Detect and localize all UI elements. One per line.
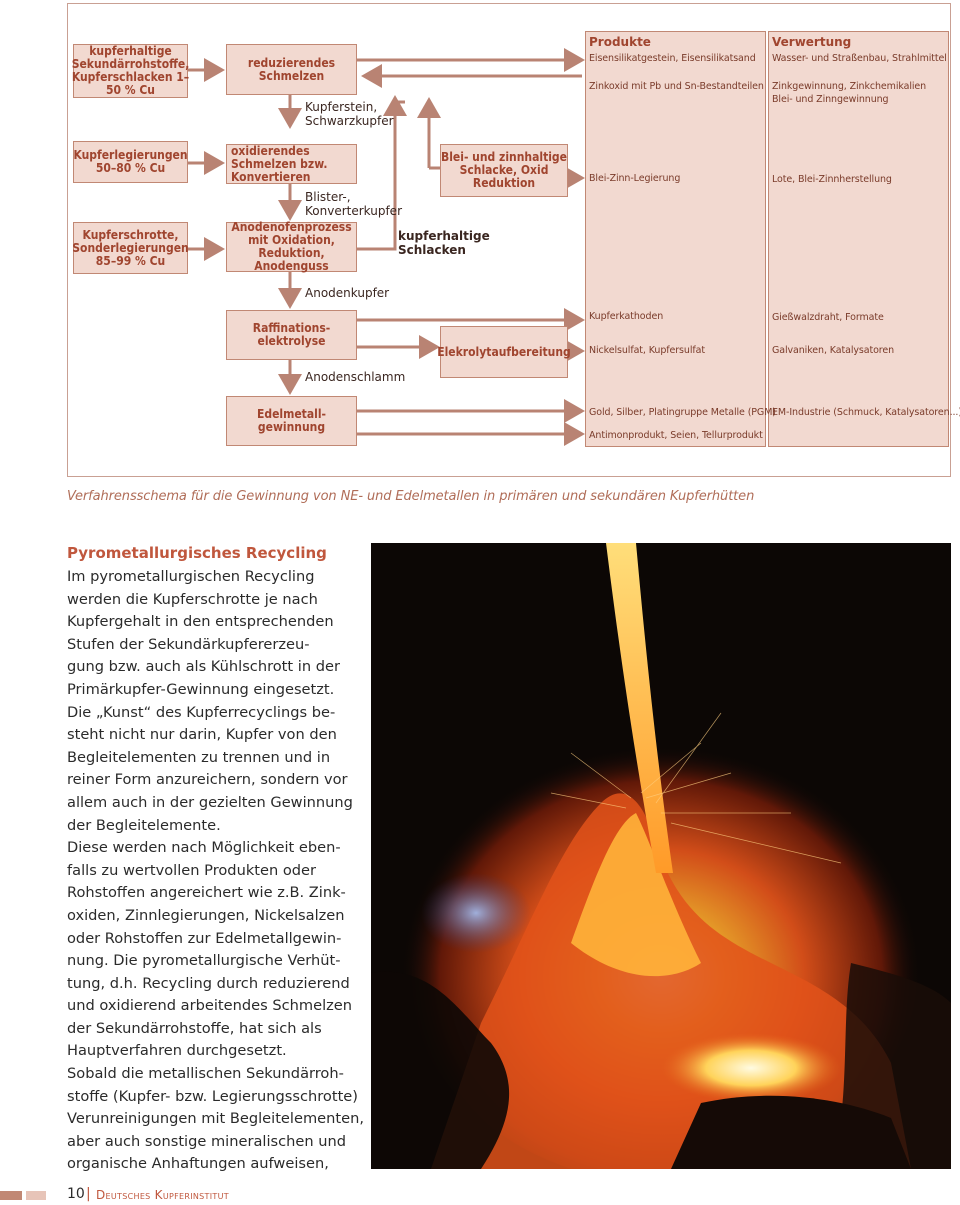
process-box-precious-metals: Edelmetall- gewinnung: [226, 396, 357, 446]
molten-copper-pour-photo-icon: [371, 543, 951, 1169]
body-line: gung bzw. auch als Kühlschrott in der: [67, 658, 340, 676]
body-line: falls zu wertvollen Produkten oder: [67, 861, 317, 879]
label-matte: Kupferstein, Schwarzkupfer: [305, 100, 394, 128]
process-box-reducing-smelting: reduzierendes Schmelzen: [226, 44, 357, 95]
body-line: Im pyrometallurgischen Recycling: [67, 568, 315, 585]
body-line: Kupfergehalt in den entsprechenden: [67, 613, 334, 631]
process-box-oxidizing-smelting: oxidierendes Schmelzen bzw. Konvertieren: [226, 144, 357, 184]
body-line: allem auch in der gezielten Gewinnung: [67, 793, 353, 811]
body-line: nung. Die pyrometallurgische Verhüt-: [67, 952, 341, 970]
produkt-item: Eisensilikatgestein, Eisensilikatsand: [589, 53, 756, 64]
footer-accent-bar: [0, 1191, 22, 1200]
verwertung-item: Galvaniken, Katalysatoren: [772, 345, 895, 356]
process-box-lead-tin-slag: Blei- und zinnhaltige Schlacke, Oxid Red…: [440, 144, 568, 197]
body-line: Diese werden nach Möglichkeit eben-: [67, 839, 341, 857]
verwertung-header: Verwertung: [772, 35, 852, 49]
body-line: der Sekundärrohstoffe, hat sich als: [67, 1019, 322, 1037]
input-box-secondary-raw: kupferhaltige Sekundärrohstoffe, Kupfers…: [71, 44, 190, 98]
process-box-anode-furnace: Anodenofenprozess mit Oxidation, Redukti…: [226, 221, 357, 273]
section-heading: Pyrometallurgisches Recycling: [67, 544, 327, 562]
input-box-copper-scrap: Kupferschrotte, Sonderlegierungen 85–99 …: [72, 222, 189, 274]
label-anode-copper: Anodenkupfer: [305, 286, 390, 300]
footer-separator: |: [86, 1186, 91, 1202]
flow-arrows: [188, 48, 585, 446]
body-line: Primärkupfer-Gewinnung eingesetzt.: [67, 680, 335, 698]
body-line: Rohstoffen angereichert wie z.B. Zink-: [67, 884, 346, 902]
produkt-item: Blei-Zinn-Legierung: [589, 173, 681, 184]
input-box-copper-alloys: Kupferlegierungen 50–80 % Cu: [73, 141, 188, 183]
produkt-item: Nickelsulfat, Kupfersulfat: [589, 345, 705, 356]
process-box-electrolyte-treatment: Elekrolytaufbereitung: [437, 326, 571, 378]
verwertung-item: Blei- und Zinngewinnung: [772, 94, 889, 105]
body-line: oder Rohstoffen zur Edelmetallgewin-: [67, 929, 342, 947]
process-box-refining-electrolysis: Raffinations- elektrolyse: [226, 310, 357, 360]
body-line: Die „Kunst“ des Kupferrecyclings be-: [67, 703, 336, 721]
diagram-caption: Verfahrensschema für die Gewinnung von N…: [67, 489, 755, 504]
verwertung-item: EM-Industrie (Schmuck, Katalysatoren...): [772, 407, 960, 418]
label-slag: kupferhaltige Schlacken: [398, 229, 490, 257]
verwertung-item: Lote, Blei-Zinnherstellung: [772, 174, 892, 185]
verwertung-item: Gießwalzdraht, Formate: [772, 312, 884, 323]
body-line: der Begleitelemente.: [67, 816, 221, 834]
body-line: Verunreinigungen mit Begleitelementen,: [67, 1110, 364, 1128]
verwertung-item: Wasser- und Straßenbau, Strahlmittel: [772, 53, 947, 64]
body-line: reiner Form anzureichern, sondern vor: [67, 771, 348, 789]
body-line: oxiden, Zinnlegierungen, Nickelsalzen: [67, 906, 345, 924]
process-diagram-frame: [67, 3, 951, 477]
body-line: Begleitelementen zu trennen und in: [67, 748, 331, 766]
produkt-item: Antimonprodukt, Seien, Tellurprodukt: [589, 430, 763, 441]
body-line: tung, d.h. Recycling durch reduzierend: [67, 974, 350, 992]
body-line: steht nicht nur darin, Kupfer von den: [67, 726, 337, 744]
page-number: 10: [67, 1186, 85, 1202]
molten-copper-photo: [371, 543, 951, 1169]
body-line: Stufen der Sekundärkupfererzeu-: [67, 635, 310, 653]
produkt-item: Kupferkathoden: [589, 311, 664, 322]
verwertung-column: [768, 31, 949, 447]
section-body: Im pyrometallurgischen Recycling werden d…: [67, 566, 364, 1176]
body-line: aber auch sonstige mineralischen und: [67, 1132, 347, 1150]
body-line: Sobald die metallischen Sekundärroh-: [67, 1065, 344, 1083]
label-anode-slime: Anodenschlamm: [305, 370, 406, 384]
footer-organization: Deutsches Kupferinstitut: [96, 1188, 229, 1202]
verwertung-item: Zinkgewinnung, Zinkchemikalien: [772, 81, 927, 92]
produkt-item: Zinkoxid mit Pb und Sn-Bestandteilen: [589, 81, 764, 92]
body-line: und oxidierend arbeitendes Schmelzen: [67, 997, 353, 1015]
produkt-item: Gold, Silber, Platingruppe Metalle (PGM): [589, 407, 776, 418]
produkte-header: Produkte: [589, 35, 651, 49]
produkte-column: [585, 31, 766, 447]
body-line: werden die Kupferschrotte je nach: [67, 590, 318, 608]
body-line: Hauptverfahren durchgesetzt.: [67, 1042, 287, 1060]
body-line: organische Anhaftungen aufweisen,: [67, 1155, 329, 1173]
label-blister: Blister-, Konverterkupfer: [305, 190, 403, 218]
body-line: stoffe (Kupfer- bzw. Legierungsschrotte): [67, 1087, 358, 1105]
footer-accent-bar-light: [26, 1191, 46, 1200]
